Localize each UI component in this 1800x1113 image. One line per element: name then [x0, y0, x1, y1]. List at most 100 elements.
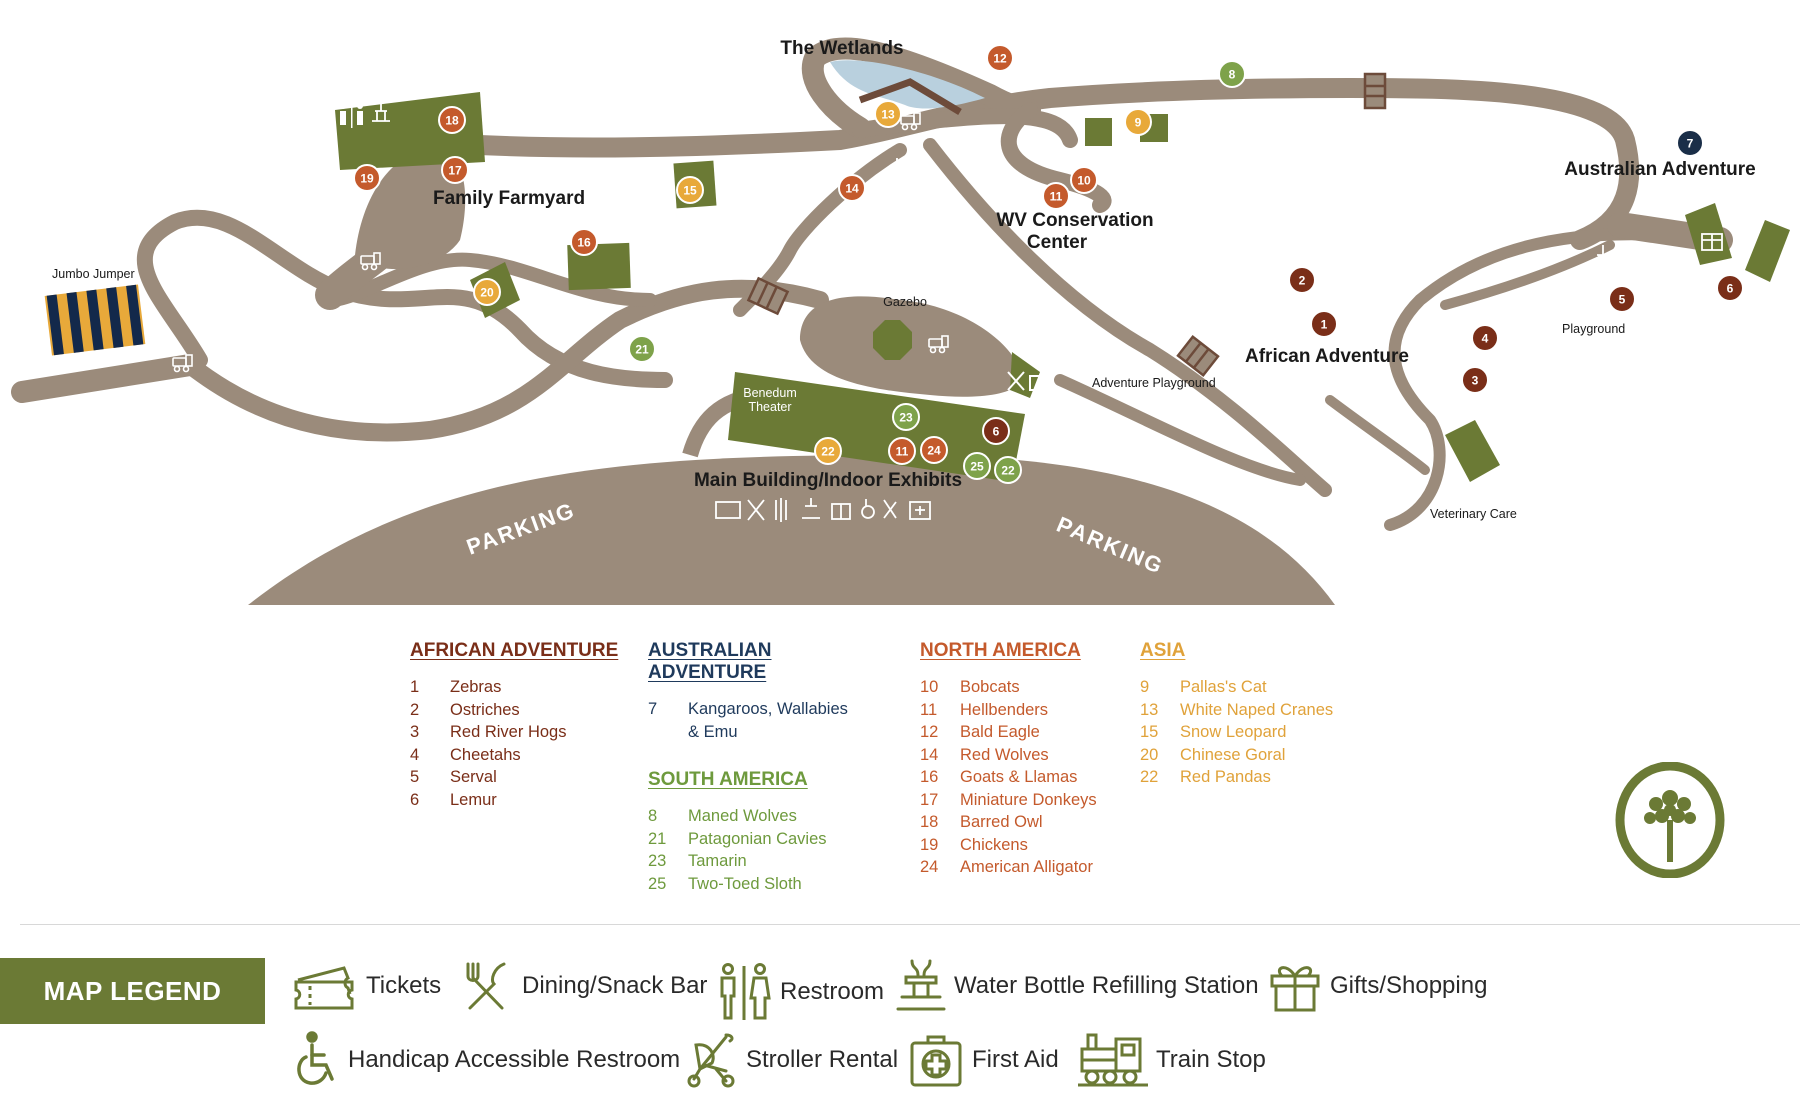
key-item-name-line: Lemur	[450, 790, 497, 809]
exhibit-marker: 23	[892, 403, 920, 431]
exhibit-marker: 21	[628, 335, 656, 363]
key-item-name-line: Ostriches	[450, 700, 520, 719]
key-item-name-line: Goats & Llamas	[960, 768, 1078, 786]
wheelchair-icon	[297, 1031, 334, 1085]
exhibit-marker-circle	[814, 437, 842, 465]
exhibit-marker-number: 16	[577, 236, 591, 250]
key-item-name-line: Red Pandas	[1180, 768, 1271, 786]
exhibit-marker-circle	[838, 174, 866, 202]
legend-handicap-label: Handicap Accessible Restroom	[348, 1046, 681, 1073]
exhibit-marker-number: 25	[970, 460, 984, 474]
exhibit-marker: 4	[1471, 324, 1499, 352]
key-item-name: Snow Leopard	[1180, 721, 1380, 744]
legend-restroom: Restroom	[716, 962, 884, 1022]
divider	[20, 924, 1800, 925]
exhibit-marker: 9	[1124, 108, 1152, 136]
exhibit-marker-circle	[1288, 266, 1316, 294]
exhibit-marker: 6	[1716, 274, 1744, 302]
african-adventure-heading: AFRICAN ADVENTURE	[410, 640, 619, 661]
gift-icon	[831, 503, 851, 520]
key-item-name-line: Bobcats	[960, 678, 1020, 696]
key-item-name: American Alligator	[960, 856, 1140, 879]
key-item-name-line: American Alligator	[960, 858, 1093, 876]
map-legend-title: MAP LEGEND	[0, 958, 265, 1024]
key-item-number: 13	[1140, 700, 1159, 719]
key-item-name: Two-Toed Sloth	[688, 873, 878, 896]
key-item-name-line: Tamarin	[688, 852, 747, 870]
train-icon	[1528, 286, 1549, 305]
exhibit-9-building-a	[1085, 118, 1112, 146]
veterinary-care-building	[1445, 420, 1500, 482]
water-bottle-refill-icon	[1594, 245, 1612, 266]
north-america-heading: NORTH AMERICA	[920, 640, 1081, 661]
key-item-name: Maned Wolves	[688, 805, 878, 828]
key-list-item: 24 American Alligator	[920, 856, 1140, 879]
legend-restroom-label: Restroom	[780, 978, 885, 1005]
jumbo-jumper-label: Jumbo Jumper	[52, 267, 135, 281]
exhibit-marker: 11	[888, 437, 916, 465]
key-item-name-line: Chinese Goral	[1180, 745, 1286, 764]
playground-label: Playground	[1562, 322, 1625, 336]
exhibit-marker: 25	[963, 452, 991, 480]
legend-first-aid-label: First Aid	[972, 1046, 1059, 1073]
exhibit-marker: 19	[353, 164, 381, 192]
exhibit-marker-circle	[888, 437, 916, 465]
exhibit-marker-number: 15	[683, 184, 697, 198]
key-item-number: 25	[648, 874, 667, 893]
exhibit-marker-number: 10	[1077, 174, 1091, 188]
exhibit-marker-circle	[1461, 366, 1489, 394]
exhibit-marker-number: 2	[1299, 274, 1306, 288]
map-gift-icon	[1701, 233, 1723, 251]
map-restroom-icon	[340, 103, 363, 128]
dining-icon	[747, 499, 765, 521]
legend-train-stop-label: Train Stop	[1156, 1046, 1266, 1073]
exhibit-marker-number: 7	[1687, 137, 1694, 151]
exhibit-marker-circle	[986, 44, 1014, 72]
african-adventure-label: African Adventure	[1245, 346, 1409, 367]
key-item-number: 16	[920, 768, 939, 786]
legend-gifts-label: Gifts/Shopping	[1330, 972, 1488, 999]
exhibit-marker: 3	[1461, 366, 1489, 394]
legend-tickets: Tickets	[292, 956, 441, 1016]
exhibit-marker: 10	[1070, 166, 1098, 194]
benedum-theater-label-line2: Theater	[748, 400, 791, 414]
key-item-name-line: Chickens	[960, 835, 1028, 854]
exhibit-marker: 5	[1608, 285, 1636, 313]
jumbo-jumper-ride	[44, 284, 146, 356]
key-item-number: 1	[410, 678, 420, 696]
key-item-number: 3	[410, 723, 420, 741]
exhibit-marker-number: 17	[448, 164, 462, 178]
benedum-theater-label: Benedum	[743, 386, 797, 400]
exhibit-marker-circle	[1042, 182, 1070, 210]
key-item-number: 6	[410, 790, 420, 809]
key-item-name: Pallas's Cat	[1180, 676, 1380, 699]
exhibit-marker-number: 11	[1050, 190, 1063, 204]
key-item-number: 5	[410, 768, 420, 786]
key-item-number: 21	[648, 829, 667, 848]
key-item-name-line: Bald Eagle	[960, 723, 1040, 741]
key-item-number: 10	[920, 678, 939, 696]
key-item-number: 24	[920, 858, 939, 876]
asia-heading: ASIA	[1140, 640, 1186, 661]
exhibit-marker-circle	[1716, 274, 1744, 302]
exhibit-marker: 17	[441, 156, 469, 184]
main-building	[728, 372, 1025, 482]
exhibit-marker: 13	[874, 100, 902, 128]
water-bottle-refill-icon	[896, 959, 946, 1011]
exhibit-marker-number: 11	[896, 445, 909, 459]
exhibit-marker-number: 6	[993, 425, 1000, 439]
exhibit-marker-number: 19	[360, 172, 374, 186]
